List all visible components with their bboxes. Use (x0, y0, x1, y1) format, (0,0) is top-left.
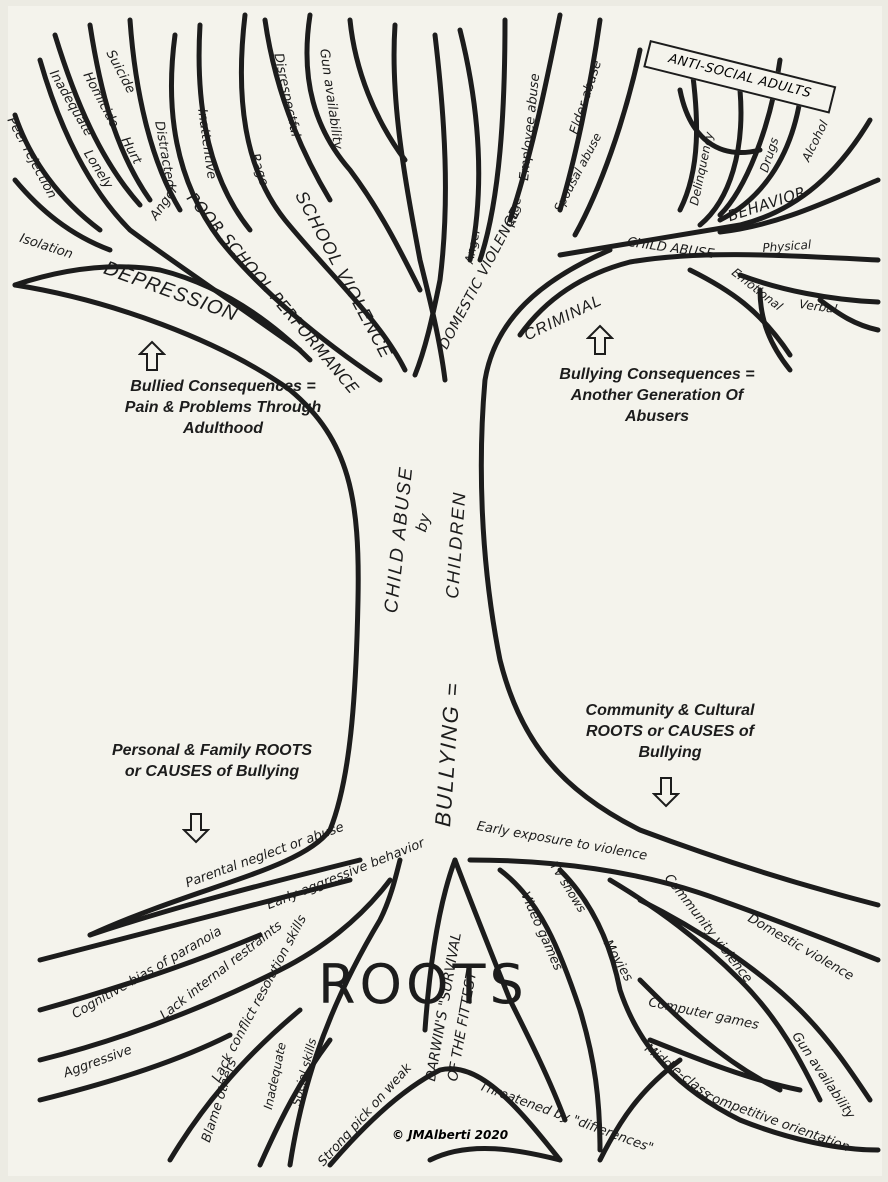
community-cultural-roots-caption: Community & Cultural ROOTS or CAUSES of … (565, 700, 775, 763)
trunk-by-label: by (414, 512, 433, 533)
down-arrow-left-icon (182, 812, 210, 844)
roots-handwritten-label: ROOTS (318, 958, 528, 1012)
up-arrow-right-icon (586, 324, 614, 356)
bullying-consequences-caption: Bullying Consequences = Another Generati… (552, 364, 762, 427)
bullied-consequences-caption: Bullied Consequences = Pain & Problems T… (118, 376, 328, 439)
up-arrow-left-icon (138, 340, 166, 372)
personal-family-roots-caption: Personal & Family ROOTS or CAUSES of Bul… (102, 740, 322, 782)
copyright-label: © JMAlberti 2020 (392, 1128, 508, 1142)
down-arrow-right-icon (652, 776, 680, 808)
physical-label: Physical (762, 239, 812, 254)
